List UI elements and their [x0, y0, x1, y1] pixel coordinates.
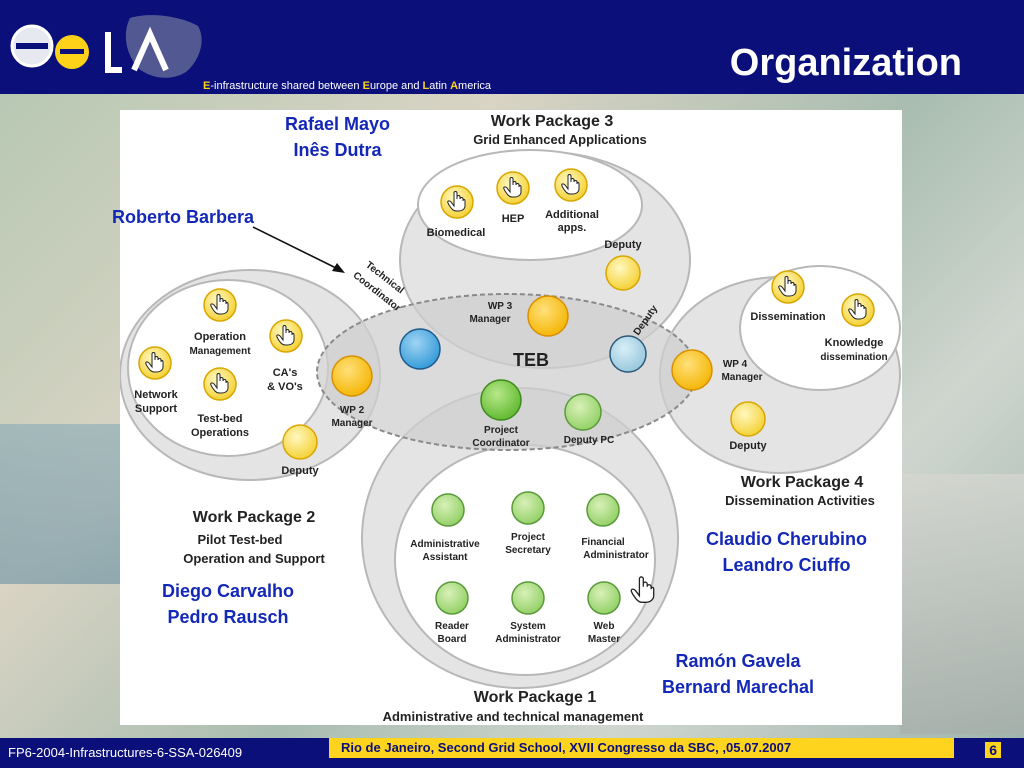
wp3-deputy-label: Deputy — [604, 239, 642, 251]
footer-project-code: FP6-2004-Infrastructures-6-SSA-026409 — [8, 745, 243, 760]
wp3-inner-ellipse — [417, 149, 643, 261]
wp2-manager-label-2: Manager — [331, 418, 372, 429]
knowledge-dissemination-label: dissemination — [820, 352, 887, 363]
wp4-people: Claudio Cherubino Leandro Ciuffo — [706, 526, 867, 578]
hep-label: HEP — [502, 213, 525, 225]
web-label: Web — [594, 621, 615, 632]
management-label: Management — [189, 346, 251, 357]
web-master-node — [587, 581, 621, 615]
wp4-manager-node — [671, 349, 713, 391]
dissemination-label: Dissemination — [750, 311, 825, 323]
organization-diagram: Work Package 3 Grid Enhanced Application… — [120, 113, 901, 724]
wp2-title: Work Package 2 — [193, 509, 316, 526]
project-label: Project — [511, 532, 546, 543]
wp2-deputy-node — [282, 424, 318, 460]
wp1-title: Work Package 1 — [474, 689, 597, 706]
financial-label: Financial — [581, 537, 625, 548]
eela-logo — [10, 15, 202, 78]
administrative-label: Administrative — [410, 539, 480, 550]
pointer-arrow — [252, 226, 345, 273]
operations-label: Operations — [191, 427, 249, 439]
board-label: Board — [438, 634, 467, 645]
wp3-deputy-node — [605, 255, 641, 291]
deputy-tc-node — [609, 335, 647, 373]
footer-event: Rio de Janeiro, Second Grid School, XVII… — [329, 738, 954, 758]
wp4-deputy-node — [730, 401, 766, 437]
person-name: Rafael Mayo — [285, 114, 391, 134]
wp2-deputy-label: Deputy — [281, 465, 319, 477]
wp1-subtitle: Administrative and technical management — [383, 709, 644, 724]
biomedical-label: Biomedical — [427, 227, 486, 239]
financial-administrator-label: Administrator — [583, 550, 649, 561]
additional-label: Additional — [545, 209, 599, 221]
technical-coordinator-node — [399, 328, 441, 370]
person-name: Inês Dutra — [293, 140, 382, 160]
project-coordinator-label-2: Coordinator — [472, 438, 529, 449]
wp3-manager-label-1: WP 3 — [488, 301, 513, 312]
project-coordinator-node — [480, 379, 522, 421]
wp2-manager-label-1: WP 2 — [340, 405, 365, 416]
project-coordinator-label-1: Project — [484, 425, 519, 436]
footer-bar: FP6-2004-Infrastructures-6-SSA-026409 Ri… — [0, 738, 1024, 768]
testbed-label: Test-bed — [197, 413, 242, 425]
knowledge-label: Knowledge — [825, 337, 884, 349]
wp2-manager-node — [331, 355, 373, 397]
wp2-subtitle-1: Pilot Test-bed — [198, 532, 283, 547]
vos-label: & VO's — [267, 381, 303, 393]
financial-administrator-node — [586, 493, 620, 527]
wp3-subtitle: Grid Enhanced Applications — [473, 132, 647, 147]
person-name: Diego Carvalho — [162, 581, 295, 601]
wp4-manager-label-2: Manager — [721, 372, 762, 383]
wp4-subtitle: Dissemination Activities — [725, 493, 875, 508]
project-secretary-node — [511, 491, 545, 525]
teb-label: TEB — [513, 350, 549, 370]
person-name: Leandro Ciuffo — [722, 555, 851, 575]
wp3-people: Rafael Mayo Inês Dutra — [285, 111, 390, 163]
operation-label: Operation — [194, 331, 246, 343]
wp4-manager-label-1: WP 4 — [723, 359, 748, 370]
deputy-pc-node — [564, 393, 602, 431]
apps-label: apps. — [558, 222, 587, 234]
person-name: Pedro Rausch — [167, 607, 289, 627]
wp4-inner-ellipse — [739, 265, 901, 391]
person-name: Claudio Cherubino — [706, 529, 867, 549]
reader-label: Reader — [435, 621, 469, 632]
wp3-manager-label-2: Manager — [469, 314, 510, 325]
page-title: Organization — [729, 42, 962, 84]
system-administrator-node — [511, 581, 545, 615]
reader-board-node — [435, 581, 469, 615]
administrative-assistant-node — [431, 493, 465, 527]
page-number: 6 — [985, 742, 1001, 758]
wp4-deputy-label: Deputy — [729, 440, 767, 452]
cas-label: CA's — [273, 367, 298, 379]
secretary-label: Secretary — [505, 545, 551, 556]
master-label: Master — [588, 634, 620, 645]
network-label: Network — [134, 389, 178, 401]
wp4-title: Work Package 4 — [741, 474, 864, 491]
support-label: Support — [135, 403, 177, 415]
header-bar: E-infrastructure shared between Europe a… — [0, 0, 1024, 94]
wp3-manager-node — [527, 295, 569, 337]
person-name: Ramón Gavela — [675, 651, 801, 671]
technical-coordinator-person: Roberto Barbera — [112, 207, 255, 227]
assistant-label: Assistant — [422, 552, 468, 563]
wp1-people: Ramón Gavela Bernard Marechal — [662, 648, 814, 700]
tagline: E-infrastructure shared between Europe a… — [203, 80, 492, 92]
system-administrator-label: Administrator — [495, 634, 561, 645]
wp2-subtitle-2: Operation and Support — [183, 551, 325, 566]
wp3-title: Work Package 3 — [491, 113, 614, 130]
system-label: System — [510, 621, 546, 632]
wp2-people: Diego Carvalho Pedro Rausch — [162, 578, 294, 630]
deputy-pc-label: Deputy PC — [564, 435, 615, 446]
person-name: Bernard Marechal — [662, 677, 815, 697]
